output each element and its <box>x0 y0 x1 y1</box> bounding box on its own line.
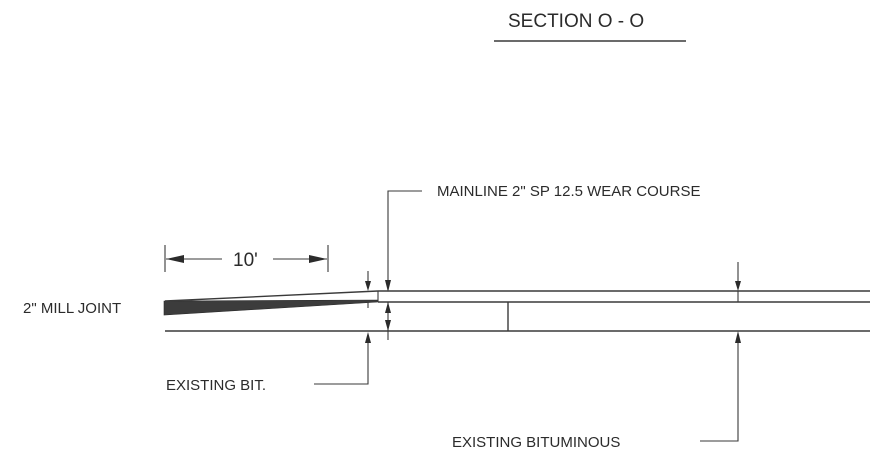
dim-arrow-right <box>309 255 327 263</box>
existing-dim-arrow-up <box>385 302 391 313</box>
mill-joint-wedge <box>163 299 379 316</box>
section-title: SECTION O - O <box>508 11 644 32</box>
dim-arrow-left <box>166 255 184 263</box>
mainline-leader <box>387 190 422 290</box>
right-wear-arrow <box>735 281 741 291</box>
mainline-label: MAINLINE 2" SP 12.5 WEAR COURSE <box>437 183 700 200</box>
existing-bit-label: EXISTING BIT. <box>166 377 266 394</box>
thickness-arrow-down <box>365 281 371 291</box>
mainline-leader-arrow <box>385 280 391 292</box>
existing-bit-arrow <box>365 332 371 343</box>
existing-dim-arrow-down <box>385 320 391 331</box>
mill-joint-label: 2" MILL JOINT <box>23 300 121 317</box>
existing-bituminous-label: EXISTING BITUMINOUS <box>452 434 620 451</box>
existing-bituminous-leader <box>700 343 739 442</box>
existing-bit-leader <box>314 342 369 385</box>
wear-course-top-taper <box>164 290 379 302</box>
dimension-label: 10' <box>233 250 258 271</box>
existing-bituminous-arrow <box>735 331 741 343</box>
